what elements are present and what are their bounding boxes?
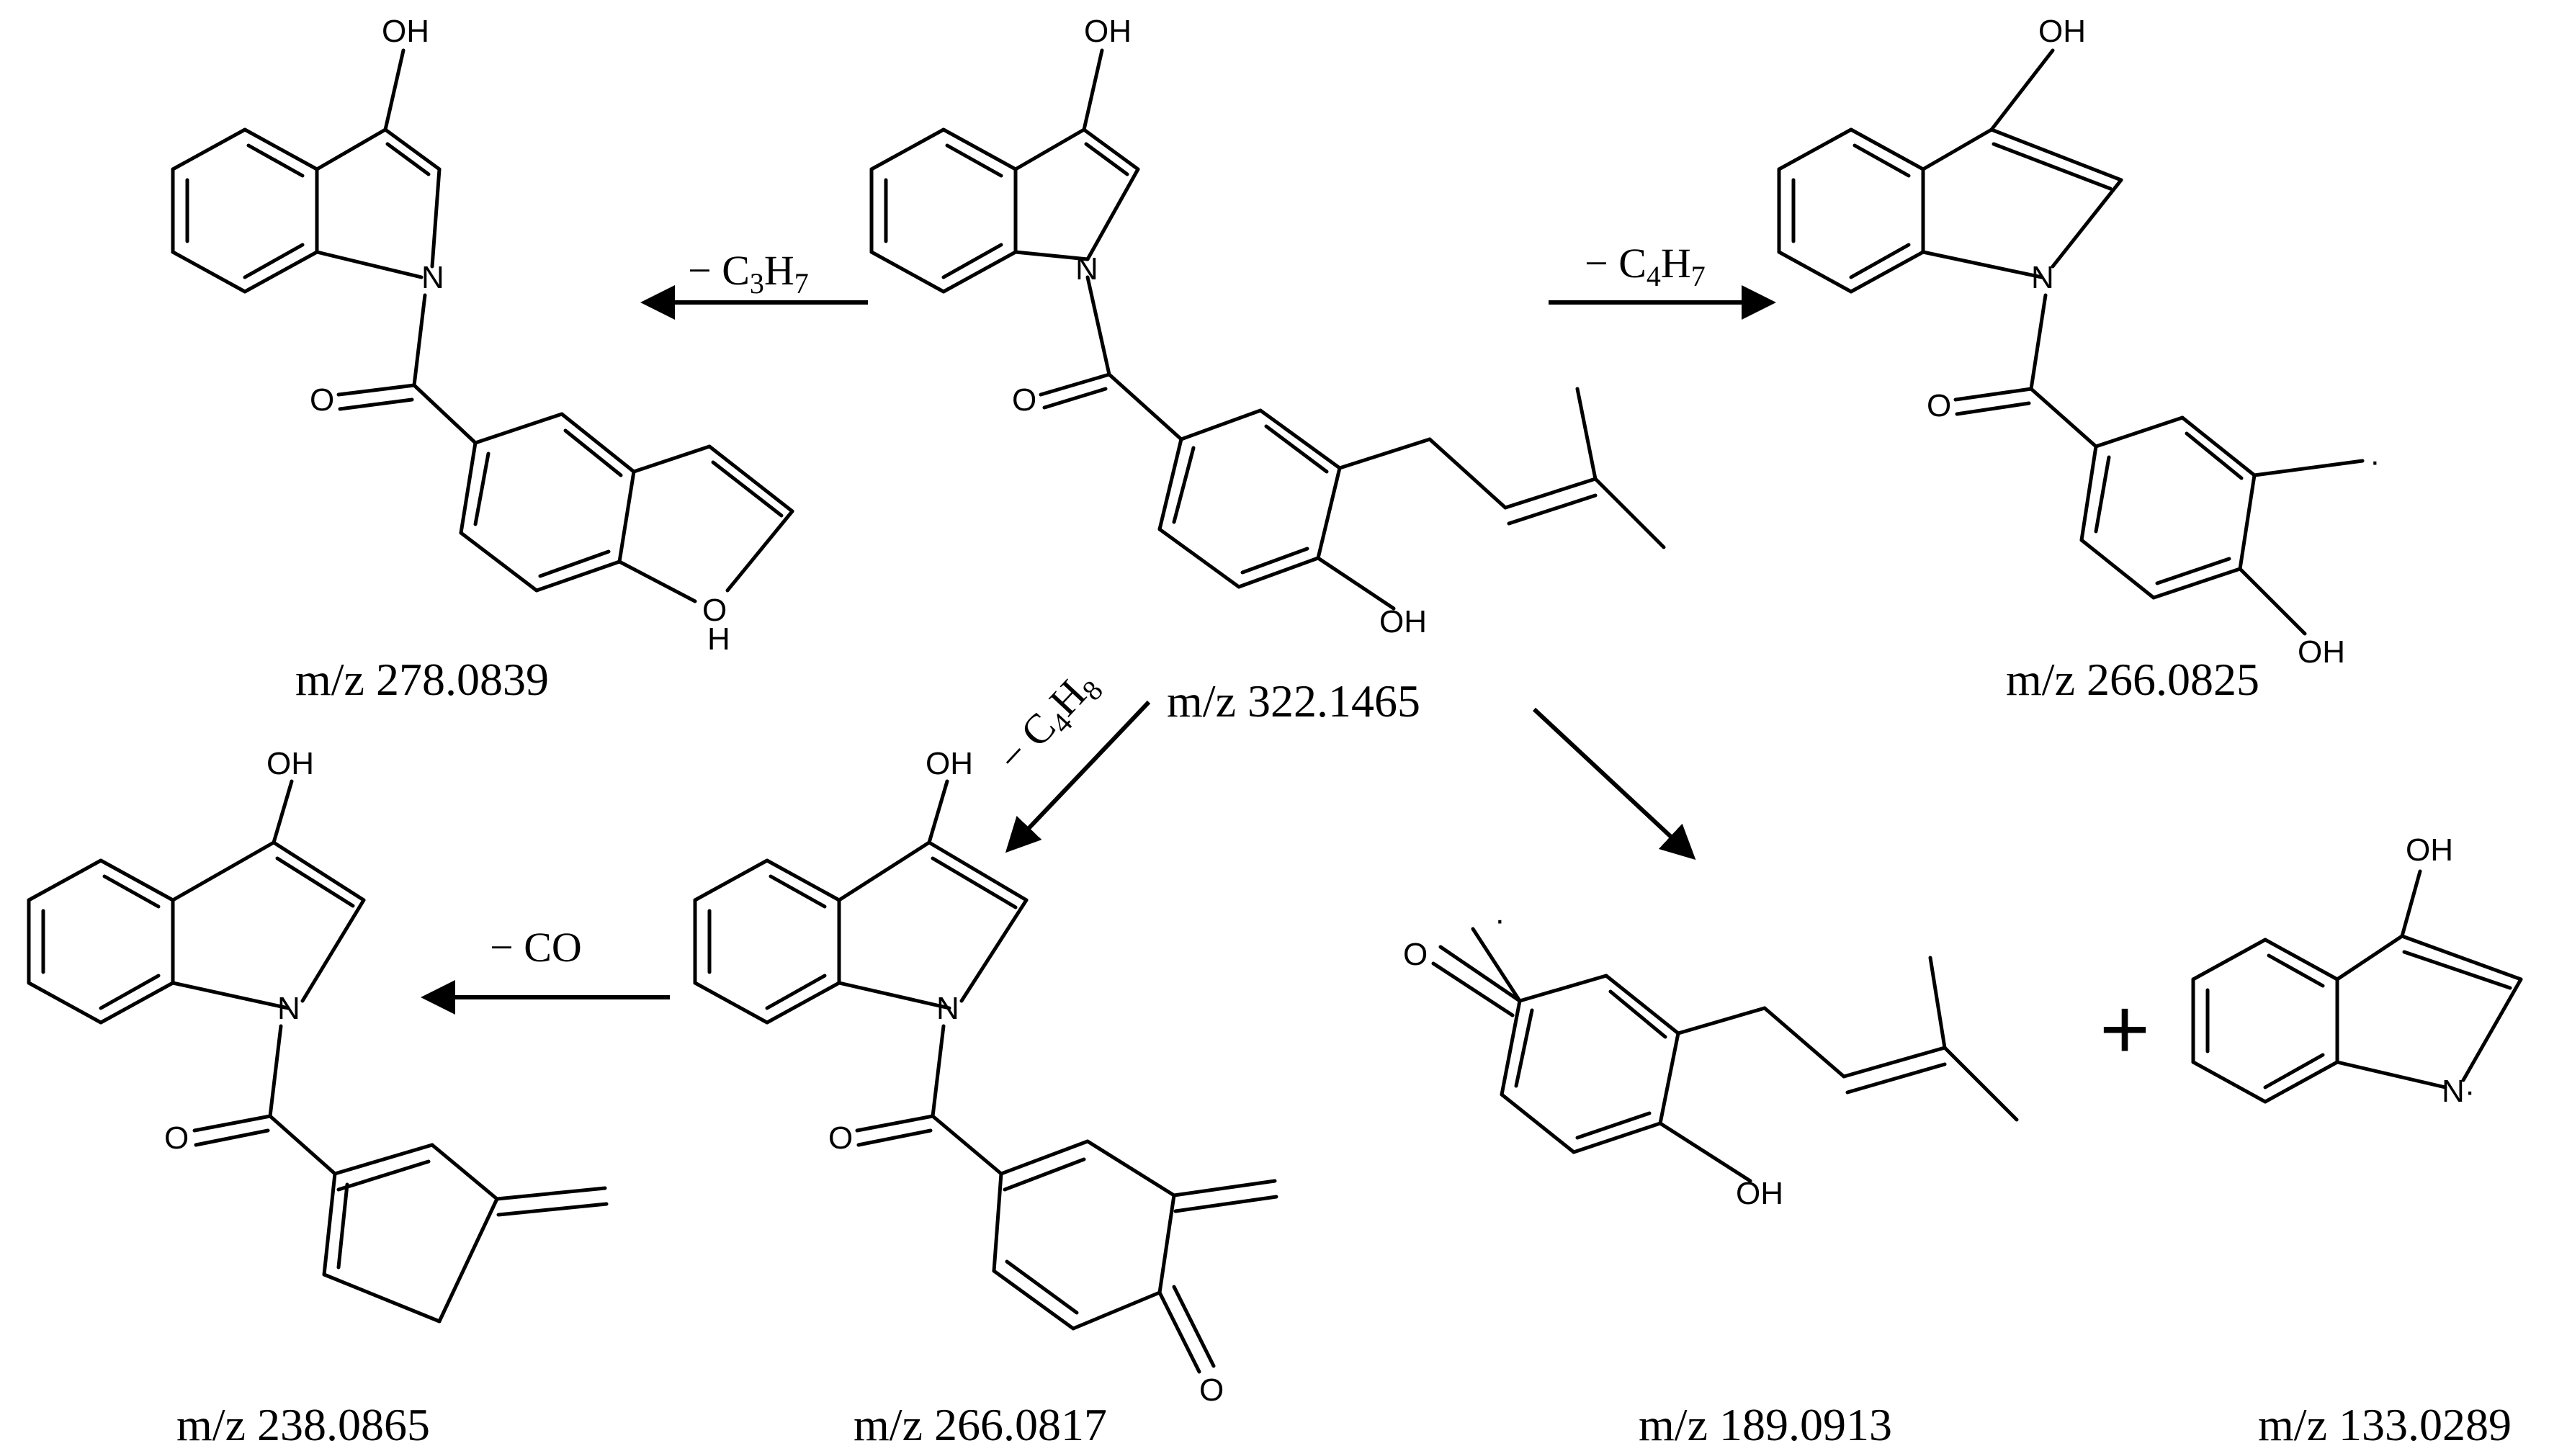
- frag-238-bonds: [27, 779, 609, 1324]
- structure-frag-266b: OH N O O m/z 266.0817: [693, 746, 1278, 1450]
- frag-266b-keto-o: O: [1199, 1372, 1224, 1408]
- frag-278-mz-label: m/z 278.0839: [295, 654, 549, 705]
- frag-189-aldehyde-o: O: [1403, 937, 1428, 972]
- frag-189-oh: OH: [1736, 1176, 1783, 1211]
- frag-266b-carbonyl-o: O: [828, 1120, 853, 1156]
- frag-266a-oh-bottom: OH: [2298, 634, 2345, 670]
- frag-266a-oh: OH: [2038, 14, 2086, 49]
- frag-278-bonds: [171, 48, 794, 603]
- frag-238-carbonyl-o: O: [164, 1120, 189, 1156]
- plus-sign: +: [2100, 981, 2150, 1077]
- frag-133-mz-label: m/z 133.0289: [2258, 1399, 2512, 1450]
- frag-266b-n: N: [936, 991, 959, 1026]
- frag-238-mz-label: m/z 238.0865: [176, 1399, 430, 1450]
- structure-frag-238: OH N O m/z 238.0865: [27, 746, 609, 1450]
- parent-carbonyl-o: O: [1012, 382, 1036, 418]
- structure-frag-278: OH N O O H m/z 278.0839: [171, 14, 794, 705]
- frag-278-oh: OH: [382, 14, 429, 49]
- parent-oh-bottom: OH: [1379, 604, 1427, 639]
- frag-133-n-radical: N·: [2442, 1074, 2475, 1109]
- frag-189-mz-label: m/z 189.0913: [1639, 1399, 1892, 1450]
- frag-189-bonds: [1431, 927, 2019, 1183]
- structure-parent: OH N O OH m/z 322.1465: [869, 14, 1666, 727]
- frag-278-carbonyl-o: O: [310, 382, 334, 418]
- frag-266a-bonds: [1777, 48, 2365, 636]
- structure-frag-266a: OH N O · OH m/z 266.0825: [1777, 14, 2380, 705]
- frag-266b-bonds: [693, 779, 1278, 1374]
- frag-278-ring-o: O: [702, 593, 727, 628]
- frag-266b-oh: OH: [926, 746, 973, 781]
- parent-bonds: [869, 48, 1666, 611]
- structure-frag-133: OH N· m/z 133.0289: [2191, 832, 2523, 1450]
- parent-n: N: [1075, 251, 1098, 287]
- frag-266a-carbonyl-o: O: [1927, 388, 1951, 423]
- frag-266b-mz-label: m/z 266.0817: [854, 1399, 1107, 1450]
- frag-266a-n: N: [2031, 260, 2054, 295]
- frag-133-bonds: [2191, 869, 2523, 1104]
- label-loss-co: − CO: [490, 924, 582, 971]
- structure-frag-189: O · OH m/z 189.0913: [1403, 902, 2019, 1450]
- frag-278-n: N: [421, 260, 444, 295]
- label-loss-c3h7: − C3H7: [688, 247, 809, 300]
- frag-266a-radical: ·: [2370, 444, 2380, 479]
- frag-266a-mz-label: m/z 266.0825: [2006, 654, 2259, 705]
- parent-oh-top: OH: [1084, 14, 1132, 49]
- label-loss-c4h7: − C4H7: [1585, 240, 1706, 292]
- arrow-to-189: [1532, 707, 1696, 860]
- frag-133-oh: OH: [2406, 832, 2453, 868]
- frag-238-n: N: [277, 991, 300, 1026]
- frag-278-ring-h: H: [707, 621, 730, 657]
- arrow-to-266b: [1005, 700, 1151, 853]
- frag-189-radical: ·: [1495, 902, 1505, 938]
- frag-238-oh: OH: [266, 746, 314, 781]
- parent-mz-label: m/z 322.1465: [1167, 675, 1420, 727]
